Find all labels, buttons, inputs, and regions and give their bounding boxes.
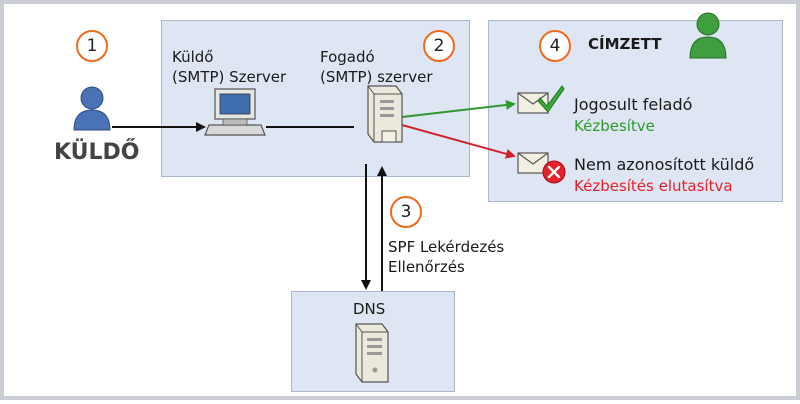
person-icon [73,86,111,131]
server-icon [355,323,389,383]
recipient-label: CÍMZETT [588,35,662,53]
receiving-server-label-line1: Fogadó [320,48,375,66]
step-badge-4: 4 [539,30,571,62]
unauthorized-status: Kézbesítés elutasítva [574,177,733,195]
connectors [73,12,727,383]
spf-check-label: Ellenőrzés [388,258,465,276]
sending-server-label-line1: Küldő [172,48,214,66]
step-badge-2: 2 [423,30,455,62]
authorized-status: Kézbesítve [574,117,655,135]
arrow-green-to-authorized [401,99,516,118]
step-badge-1: 1 [76,30,108,62]
sender-label: KÜLDŐ [54,140,140,165]
arrow-red-to-unauthorized [401,124,516,159]
x-circle-icon [542,160,566,184]
receiving-server-label-line2: (SMTP) szerver [320,68,433,86]
person-icon [689,12,727,59]
unauthorized-label: Nem azonosított küldő [574,155,755,174]
workstation-icon [204,88,266,136]
server-box [161,20,470,177]
envelope-icon [517,152,549,174]
step-badge-3: 3 [390,196,422,228]
dns-label: DNS [353,300,386,318]
server-icon [367,85,403,143]
checkmark-icon [537,85,565,113]
spf-query-label: SPF Lekérdezés [388,238,505,256]
authorized-label: Jogosult feladó [574,95,693,114]
sending-server-label-line2: (SMTP) Szerver [172,68,287,86]
